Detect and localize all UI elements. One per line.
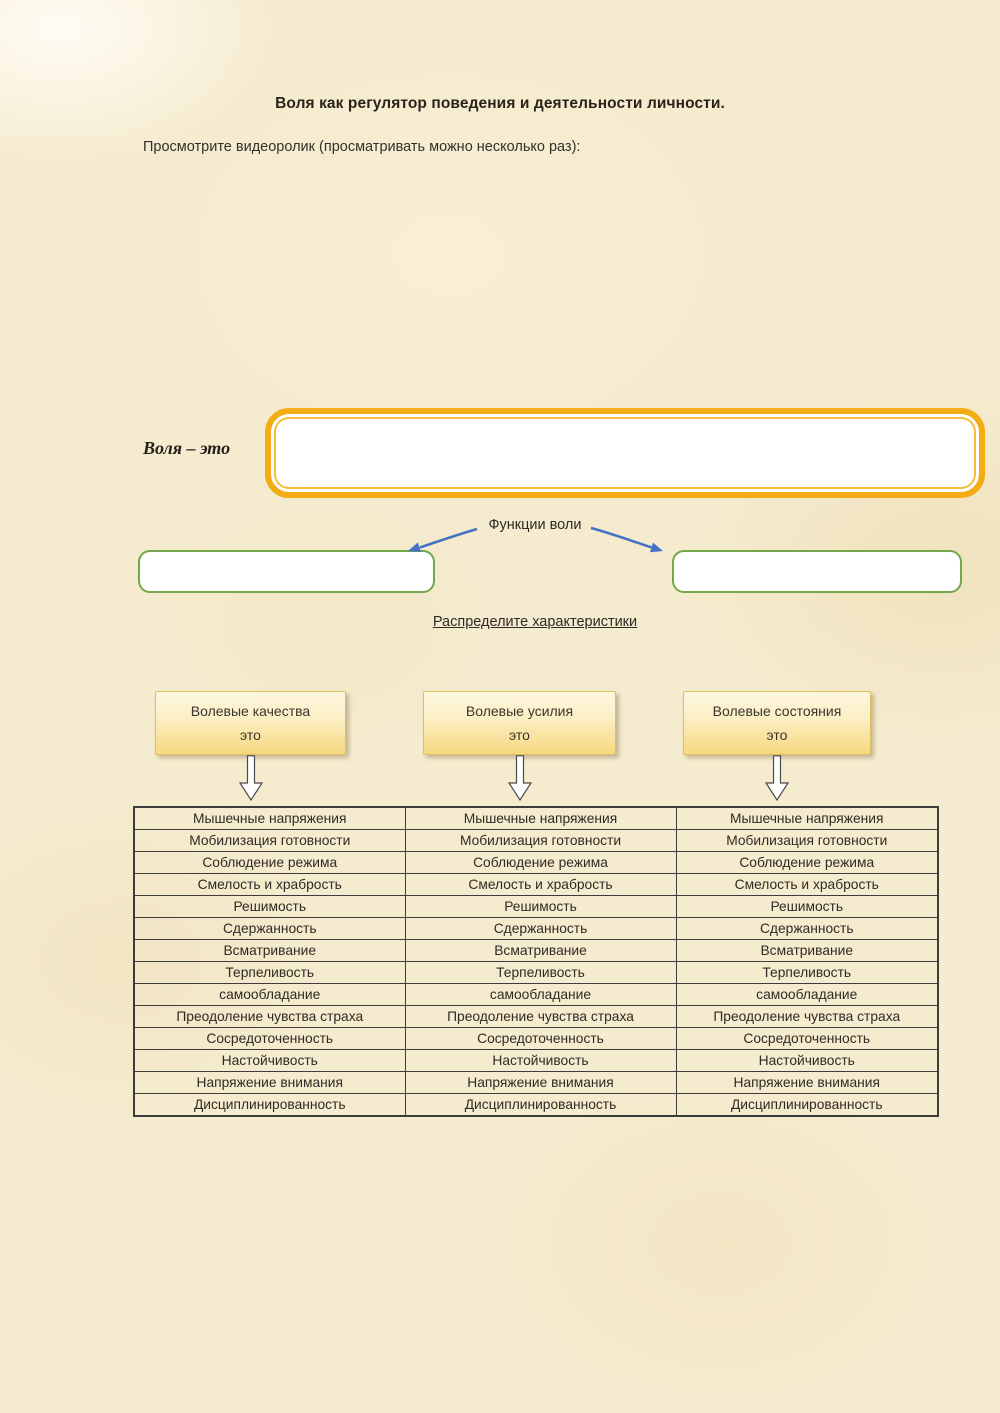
distribute-heading: Распределите характеристики: [432, 614, 638, 630]
column-header-qualities: Волевые качества это: [155, 691, 346, 755]
table-cell[interactable]: Настойчивость: [404, 1049, 677, 1072]
column-header-subtitle: это: [509, 727, 530, 743]
function-connector-arrows: [408, 526, 663, 553]
table-cell[interactable]: Соблюдение режима: [675, 851, 939, 874]
table-cell[interactable]: Напряжение внимания: [133, 1071, 406, 1094]
volya-answer-box[interactable]: [265, 408, 985, 498]
table-cell[interactable]: Напряжение внимания: [675, 1071, 939, 1094]
table-cell[interactable]: Смелость и храбрость: [133, 873, 406, 896]
table-cell[interactable]: Сдержанность: [675, 917, 939, 940]
table-cell[interactable]: Мышечные напряжения: [404, 806, 677, 830]
table-cell[interactable]: Преодоление чувства страха: [675, 1005, 939, 1028]
table-cell[interactable]: Всматривание: [404, 939, 677, 962]
column-header-efforts: Волевые усилия это: [423, 691, 616, 755]
table-cell[interactable]: Смелость и храбрость: [675, 873, 939, 896]
table-cell[interactable]: Мышечные напряжения: [675, 806, 939, 830]
table-cell[interactable]: Мобилизация готовности: [133, 829, 406, 852]
instruction-text: Просмотрите видеоролик (просматривать мо…: [143, 139, 581, 155]
table-cell[interactable]: Соблюдение режима: [133, 851, 406, 874]
down-arrow-icon: [238, 755, 264, 801]
column-header-states: Волевые состояния это: [683, 691, 871, 755]
table-cell[interactable]: Мобилизация готовности: [675, 829, 939, 852]
table-cell[interactable]: самообладание: [404, 983, 677, 1006]
table-cell[interactable]: Сосредоточенность: [133, 1027, 406, 1050]
functions-label: Функции воли: [488, 517, 582, 533]
table-cell[interactable]: Сосредоточенность: [675, 1027, 939, 1050]
table-cell[interactable]: Терпеливость: [133, 961, 406, 984]
table-cell[interactable]: Терпеливость: [404, 961, 677, 984]
table-cell[interactable]: Решимость: [675, 895, 939, 918]
page-title: Воля как регулятор поведения и деятельно…: [275, 95, 725, 112]
table-cell[interactable]: самообладание: [133, 983, 406, 1006]
table-cell[interactable]: Соблюдение режима: [404, 851, 677, 874]
table-cell[interactable]: Дисциплинированность: [404, 1093, 677, 1117]
down-arrow-icon: [507, 755, 533, 801]
function-answer-box-right[interactable]: [672, 550, 962, 593]
table-cell[interactable]: Сосредоточенность: [404, 1027, 677, 1050]
table-cell[interactable]: Настойчивость: [133, 1049, 406, 1072]
down-arrow-icon: [764, 755, 790, 801]
table-cell[interactable]: Мышечные напряжения: [133, 806, 406, 830]
volya-definition-label: Воля – это: [143, 438, 231, 458]
table-cell[interactable]: Дисциплинированность: [675, 1093, 939, 1117]
table-cell[interactable]: Смелость и храбрость: [404, 873, 677, 896]
table-cell[interactable]: Решимость: [133, 895, 406, 918]
column-header-title: Волевые качества: [190, 703, 311, 719]
column-header-title: Волевые состояния: [712, 703, 842, 719]
table-cell[interactable]: Мобилизация готовности: [404, 829, 677, 852]
table-cell[interactable]: Преодоление чувства страха: [404, 1005, 677, 1028]
table-cell[interactable]: Всматривание: [675, 939, 939, 962]
column-header-subtitle: это: [240, 727, 261, 743]
table-cell[interactable]: Дисциплинированность: [133, 1093, 406, 1117]
column-header-title: Волевые усилия: [465, 703, 574, 719]
table-cell[interactable]: Всматривание: [133, 939, 406, 962]
column-header-subtitle: это: [766, 727, 788, 743]
table-cell[interactable]: Напряжение внимания: [404, 1071, 677, 1094]
function-answer-box-left[interactable]: [138, 550, 435, 593]
table-cell[interactable]: Сдержанность: [404, 917, 677, 940]
table-cell[interactable]: Сдержанность: [133, 917, 406, 940]
table-cell[interactable]: Преодоление чувства страха: [133, 1005, 406, 1028]
table-cell[interactable]: Решимость: [404, 895, 677, 918]
table-cell[interactable]: самообладание: [675, 983, 939, 1006]
table-cell[interactable]: Настойчивость: [675, 1049, 939, 1072]
table-cell[interactable]: Терпеливость: [675, 961, 939, 984]
